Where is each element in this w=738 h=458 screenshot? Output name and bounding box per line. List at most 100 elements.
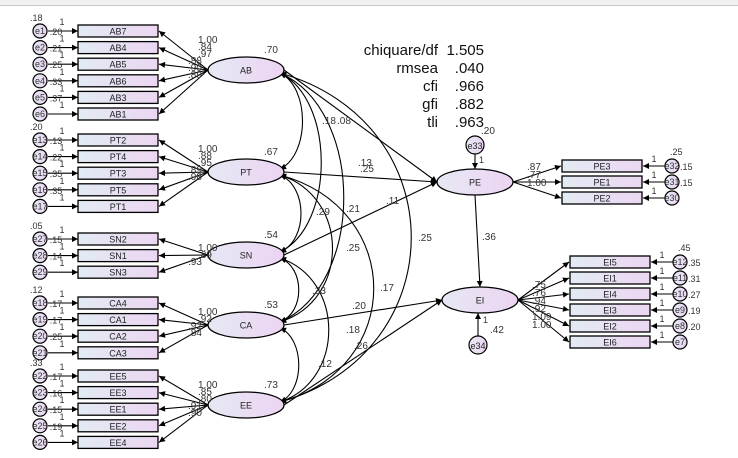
covariance-label: .12: [318, 359, 332, 370]
error-term-circle[interactable]: [32, 89, 48, 106]
error-term-circle[interactable]: [32, 401, 48, 417]
latent-variable-pt[interactable]: [207, 158, 285, 186]
observed-variable-box[interactable]: [77, 166, 159, 180]
covariance-label: .18: [346, 325, 360, 336]
loading-path: [158, 171, 209, 207]
error-term-circle[interactable]: [672, 286, 688, 302]
error-term-circle[interactable]: [32, 23, 48, 39]
latent-variable-sn[interactable]: [207, 241, 285, 269]
error-variance-label: .21: [50, 44, 63, 54]
observed-variable-box[interactable]: [77, 248, 159, 263]
error-term-circle[interactable]: [672, 254, 688, 270]
error-term-circle[interactable]: [32, 312, 48, 328]
disturbance-term-circle[interactable]: [465, 135, 485, 155]
observed-variable-box[interactable]: [77, 296, 159, 310]
latent-variable-label: PT: [240, 168, 252, 178]
error-term-circle[interactable]: [32, 73, 48, 89]
observed-variable-label: EI3: [603, 306, 617, 316]
covariance-label: .33: [312, 286, 326, 297]
error-term-circle[interactable]: [32, 198, 48, 214]
error-term-circle[interactable]: [32, 248, 48, 264]
observed-variable-box[interactable]: [569, 271, 651, 285]
observed-variable-box[interactable]: [569, 319, 651, 333]
observed-variable-label: SN1: [109, 251, 127, 261]
observed-variable-label: EI6: [603, 338, 617, 348]
error-term-circle[interactable]: [32, 182, 48, 198]
observed-variable-box[interactable]: [77, 183, 159, 197]
observed-variable-box[interactable]: [561, 175, 643, 189]
error-term-circle[interactable]: [32, 368, 48, 384]
observed-variable-label: EE5: [109, 372, 126, 382]
observed-variable-label: SN3: [109, 268, 127, 278]
loading-path: [158, 238, 209, 256]
observed-variable-box[interactable]: [77, 232, 159, 246]
observed-variable-box[interactable]: [77, 74, 159, 88]
error-term-circle[interactable]: [32, 132, 48, 148]
observed-variable-box[interactable]: [77, 419, 159, 433]
observed-variable-box[interactable]: [569, 303, 651, 317]
error-term-circle[interactable]: [32, 149, 48, 165]
window-top-bar: [0, 0, 738, 6]
latent-variable-ab[interactable]: [207, 56, 285, 84]
observed-variable-box[interactable]: [77, 24, 159, 38]
error-term-circle[interactable]: [672, 318, 688, 334]
error-term-circle[interactable]: [32, 56, 48, 72]
observed-variable-box[interactable]: [77, 369, 159, 383]
observed-variable-box[interactable]: [77, 149, 159, 164]
observed-variable-box[interactable]: [77, 90, 159, 105]
error-variance-label: .35: [50, 186, 63, 196]
error-variance-label: .15: [680, 162, 693, 172]
latent-variable-label: AB: [240, 66, 252, 76]
fit-index-name: cfi: [423, 78, 438, 95]
loading-path: [517, 299, 570, 327]
error-term-circle[interactable]: [664, 174, 680, 190]
observed-variable-box[interactable]: [569, 287, 651, 301]
observed-variable-box[interactable]: [77, 133, 159, 147]
latent-variable-ca[interactable]: [207, 311, 285, 339]
error-term-circle[interactable]: [32, 418, 48, 434]
latent-variable-ee[interactable]: [207, 391, 285, 419]
observed-variable-box[interactable]: [569, 335, 651, 349]
error-term-circle[interactable]: [664, 190, 680, 206]
error-term-circle[interactable]: [32, 264, 48, 280]
fixed-path-label: 1: [483, 315, 488, 325]
observed-variable-box[interactable]: [77, 57, 159, 71]
error-term-circle[interactable]: [32, 165, 48, 181]
error-term-circle[interactable]: [32, 385, 48, 401]
error-term-circle[interactable]: [672, 270, 688, 286]
observed-variable-box[interactable]: [77, 107, 159, 121]
observed-variable-box[interactable]: [77, 40, 159, 55]
observed-variable-box[interactable]: [77, 312, 159, 327]
observed-variable-box[interactable]: [561, 159, 643, 173]
error-term-circle[interactable]: [664, 158, 680, 174]
error-term-circle[interactable]: [32, 106, 48, 122]
error-term-circle[interactable]: [32, 328, 48, 344]
observed-variable-box[interactable]: [77, 385, 159, 400]
error-term-circle[interactable]: [32, 345, 48, 361]
factor-loading-label: .95: [198, 158, 212, 169]
factor-loading-label: .98: [188, 172, 202, 183]
observed-variable-box[interactable]: [569, 255, 651, 269]
observed-variable-box[interactable]: [77, 199, 159, 214]
error-term-circle[interactable]: [672, 334, 688, 350]
fixed-path-label: 1: [659, 298, 664, 308]
error-term-circle[interactable]: [32, 231, 48, 247]
error-term-circle[interactable]: [32, 434, 48, 450]
error-variance-label: .13: [50, 136, 63, 146]
observed-variable-label: AB6: [109, 76, 126, 86]
error-term-circle[interactable]: [32, 295, 48, 311]
observed-variable-box[interactable]: [77, 346, 159, 360]
observed-variable-box[interactable]: [77, 265, 159, 279]
latent-variable-label: CA: [240, 321, 253, 331]
loading-path: [158, 69, 209, 83]
error-term-circle[interactable]: [32, 39, 48, 56]
latent-variable-pe[interactable]: [436, 168, 514, 196]
error-term-circle[interactable]: [672, 302, 688, 318]
observed-variable-box[interactable]: [561, 191, 643, 205]
disturbance-term-circle[interactable]: [468, 335, 488, 355]
covariance-label: .25: [418, 233, 432, 244]
observed-variable-box[interactable]: [77, 435, 159, 450]
observed-variable-box[interactable]: [77, 329, 159, 343]
observed-variable-box[interactable]: [77, 402, 159, 416]
latent-variable-ei[interactable]: [441, 286, 519, 314]
